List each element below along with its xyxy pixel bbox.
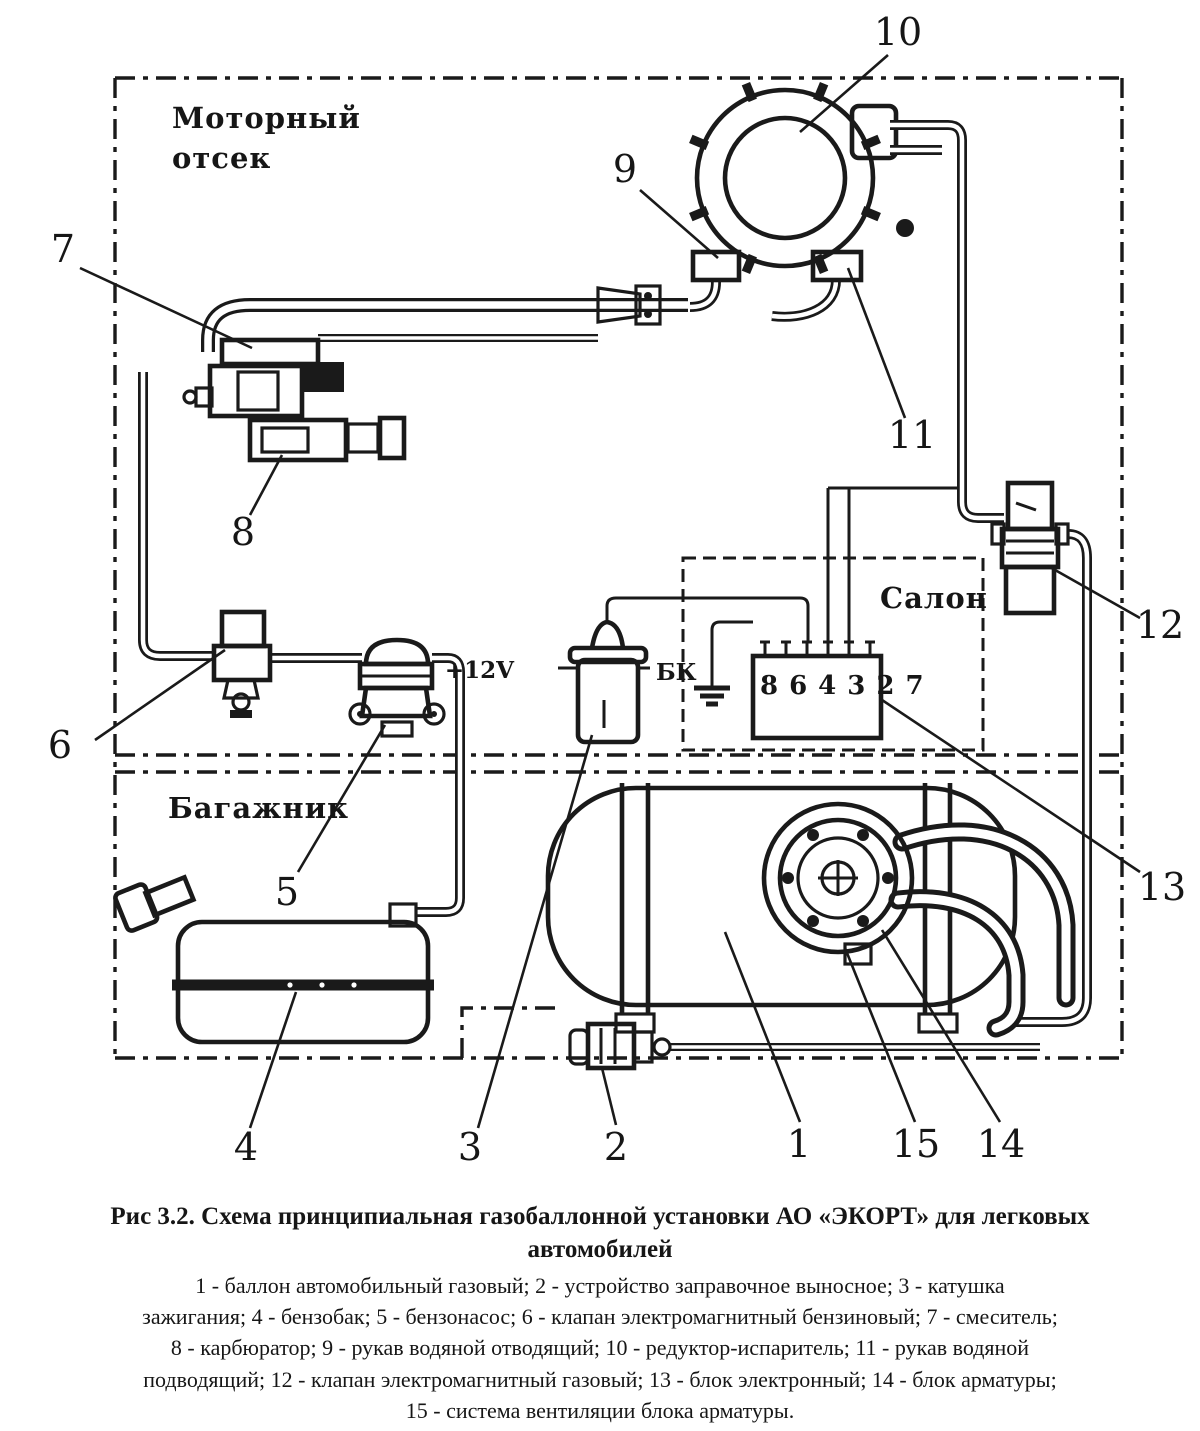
trunk-label: Багажник — [168, 791, 349, 825]
gas-cylinder — [545, 783, 1076, 1038]
callout-11: 11 — [888, 413, 936, 457]
water-hoses-and-gas-valve — [890, 120, 1092, 1027]
engine-bay-label-line2: отсек — [172, 141, 271, 175]
armature-block — [761, 801, 915, 966]
callout-9: 9 — [613, 147, 637, 191]
callout-15: 15 — [892, 1122, 940, 1166]
reducer-evaporator — [689, 81, 914, 322]
callout-numbers: 7 8 9 10 11 12 13 6 5 4 3 2 1 15 14 — [48, 10, 1186, 1169]
armature-hoses — [888, 822, 1076, 1038]
schematic-diagram: +12V БК 864327 — [48, 10, 1186, 1169]
block-pin-numbers: 864327 — [760, 671, 935, 701]
callout-6: 6 — [48, 723, 72, 767]
legend-line: подводящий; 12 - клапан электромагнитный… — [143, 1366, 1057, 1392]
callout-2: 2 — [604, 1125, 628, 1169]
compartment-borders — [113, 76, 1124, 1060]
block-pins — [760, 640, 875, 656]
caption-line1: Рис 3.2. Схема принципиальная газобаллон… — [110, 1203, 1090, 1230]
caption-line2: автомобилей — [527, 1235, 673, 1263]
benzine-solenoid-valve — [211, 609, 362, 718]
callout-12: 12 — [1136, 603, 1184, 647]
zone-labels: Моторный отсек Салон Багажник — [168, 101, 988, 825]
callout-14: 14 — [977, 1122, 1025, 1166]
figure-caption: Рис 3.2. Схема принципиальная газобаллон… — [30, 1201, 1170, 1266]
refill-device — [568, 1021, 1040, 1071]
engine-bay-label-line1: Моторный — [172, 101, 361, 135]
cabin-label: Салон — [880, 581, 988, 615]
cabin-outline — [681, 556, 985, 752]
callout-7: 7 — [51, 227, 75, 271]
callout-10: 10 — [874, 10, 922, 54]
bk-label: БК — [656, 659, 697, 686]
callout-1: 1 — [787, 1122, 811, 1166]
legend-line: 1 - баллон автомобильный газовый; 2 - ус… — [195, 1273, 1005, 1298]
fuel-tank — [113, 874, 434, 1045]
plus-12v-label: +12V — [445, 657, 515, 684]
callout-8: 8 — [231, 510, 255, 554]
legend-line: зажигания; 4 - бензобак; 5 - бензонасос;… — [142, 1304, 1058, 1330]
leader-lines — [79, 54, 1141, 1129]
callout-4: 4 — [234, 1125, 258, 1169]
callout-13: 13 — [1138, 865, 1186, 909]
legend-line: 15 - система вентиляции блока арматуры. — [405, 1397, 795, 1423]
ignition-coil: +12V БК — [445, 596, 810, 745]
figure-legend: 1 - баллон автомобильный газовый; 2 - ус… — [0, 1270, 1200, 1426]
filler-neck — [113, 874, 197, 933]
electronic-block: 864327 — [694, 486, 958, 741]
legend-line: 8 - карбюратор; 9 - рукав водяной отводя… — [170, 1335, 1030, 1361]
callout-5: 5 — [275, 870, 299, 914]
mixer-carburetor — [138, 337, 407, 661]
fuel-pump — [348, 637, 465, 917]
air-gas-duct — [201, 284, 688, 352]
gas-solenoid-valve — [990, 480, 1070, 616]
callout-3: 3 — [458, 1125, 482, 1169]
